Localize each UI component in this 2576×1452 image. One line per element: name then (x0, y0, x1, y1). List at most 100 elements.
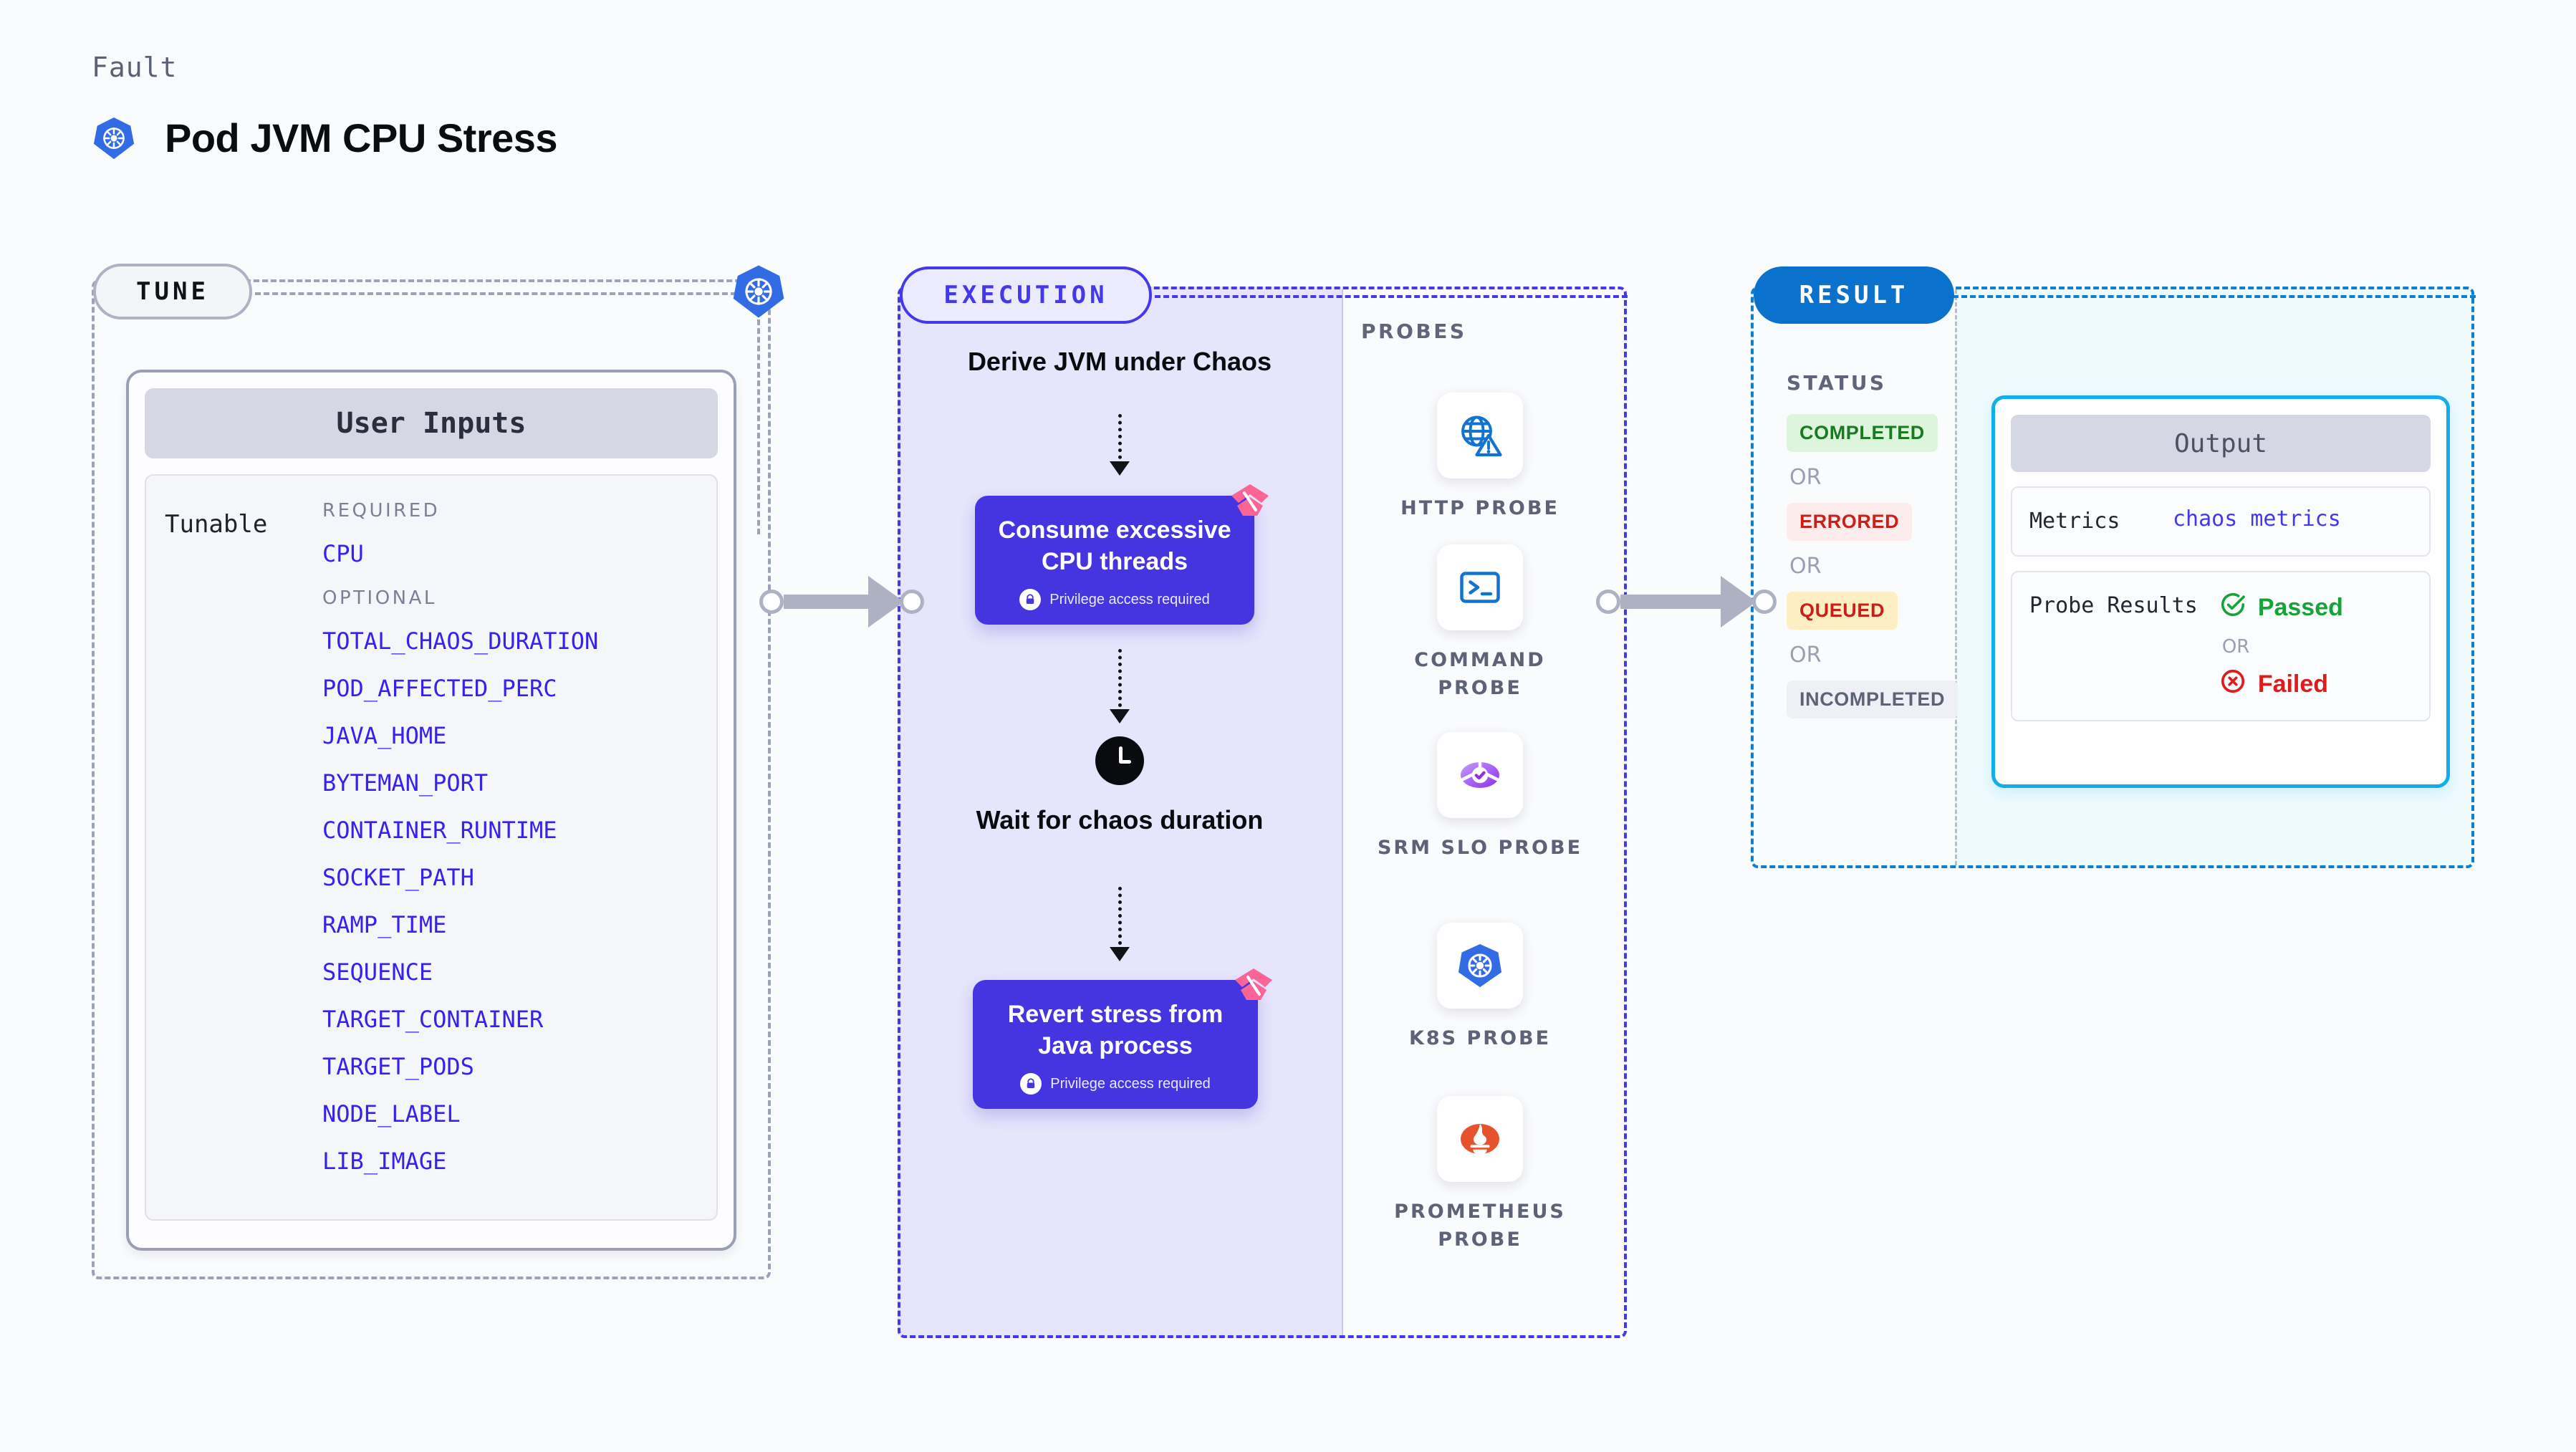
arrow-end-dot (900, 590, 924, 614)
eyebrow-fault: Fault (92, 52, 178, 83)
flow-node-note-row: Privilege access required (991, 589, 1239, 611)
output-metrics-row: Metrics chaos metrics (2011, 486, 2431, 557)
probe-result-failed-label: Failed (2257, 670, 2329, 698)
probe-label: K8S PROBE (1408, 1027, 1552, 1049)
tune-leader-line (255, 292, 736, 295)
probe-result-failed: Failed (2219, 668, 2343, 701)
page-title-text: Pod JVM CPU Stress (165, 115, 558, 160)
result-status-fill (1751, 287, 1955, 868)
arrow-shaft (784, 595, 870, 609)
kubernetes-icon (92, 116, 136, 160)
status-or-2: OR (1789, 554, 1822, 579)
user-inputs-card: User Inputs Tunable REQUIRED CPU OPTIONA… (126, 370, 736, 1251)
probe-result-or: OR (2221, 636, 2250, 658)
flow-node-note: Privilege access required (1049, 591, 1210, 607)
flow-node-note-row: Privilege access required (989, 1073, 1242, 1095)
status-badge-errored: ERRORED (1787, 503, 1913, 541)
status-or-1: OR (1789, 465, 1822, 490)
litmus-icon (1231, 963, 1277, 1009)
clock-icon (1095, 736, 1144, 785)
output-title: Output (2011, 415, 2431, 472)
arrow-start-dot (759, 590, 784, 614)
probe-k8s[interactable]: K8S PROBE (1373, 923, 1587, 1052)
stage-chip-result[interactable]: RESULT (1754, 266, 1954, 324)
flow-node-title: Consume excessive CPU threads (998, 516, 1231, 576)
status-badge-completed: COMPLETED (1787, 414, 1938, 452)
execution-leader-line (1155, 295, 1628, 298)
lock-icon (1020, 1073, 1042, 1095)
flow-connector (1110, 649, 1130, 723)
optional-group-label: OPTIONAL (322, 587, 437, 609)
status-list: COMPLETED OR ERRORED OR QUEUED OR INCOMP… (1787, 414, 1973, 718)
flow-node-title: Revert stress from Java process (1007, 1001, 1224, 1060)
slo-check-icon (1437, 732, 1523, 818)
flow-node-revert-stress[interactable]: Revert stress from Java process Privileg… (973, 968, 1272, 1110)
probe-label: HTTP PROBE (1400, 497, 1559, 519)
tunable-item[interactable]: TOTAL_CHAOS_DURATION (322, 628, 599, 655)
x-circle-icon (2219, 668, 2246, 701)
probes-section-title: PROBES (1361, 319, 1467, 343)
probe-label: COMMAND PROBE (1414, 649, 1546, 700)
status-section-title: STATUS (1787, 371, 1887, 395)
stage-chip-execution[interactable]: EXECUTION (900, 266, 1152, 324)
arrow-start-dot (1596, 590, 1620, 614)
probe-prometheus[interactable]: PROMETHEUS PROBE (1373, 1096, 1587, 1254)
output-metrics-value[interactable]: chaos metrics (2173, 506, 2341, 532)
kubernetes-icon (1437, 923, 1523, 1009)
prometheus-icon (1437, 1096, 1523, 1182)
tune-k8s-stem (757, 319, 760, 534)
terminal-icon (1437, 544, 1523, 630)
arrow-end-dot (1752, 590, 1777, 614)
flow-connector (1110, 887, 1130, 961)
arrow-head-icon (1721, 576, 1756, 628)
output-probe-results-values: Passed OR Failed (2219, 591, 2343, 701)
arrow-tune-to-execution (759, 576, 924, 628)
tunable-item[interactable]: TARGET_CONTAINER (322, 1006, 544, 1033)
tunable-item[interactable]: SEQUENCE (322, 958, 433, 986)
litmus-icon (1227, 479, 1273, 524)
tunable-item-cpu[interactable]: CPU (322, 540, 364, 567)
arrow-shaft (1620, 595, 1722, 609)
output-card: Output Metrics chaos metrics Probe Resul… (1991, 395, 2450, 788)
tunable-label: Tunable (165, 510, 268, 539)
tunable-item[interactable]: TARGET_PODS (322, 1053, 474, 1080)
output-probe-results-key: Probe Results (2029, 593, 2198, 618)
user-inputs-title: User Inputs (145, 388, 718, 458)
status-or-3: OR (1789, 643, 1822, 668)
probes-divider (1342, 289, 1343, 1335)
flow-node-note: Privilege access required (1050, 1075, 1211, 1092)
required-group-label: REQUIRED (322, 500, 441, 521)
tunable-item[interactable]: POD_AFFECTED_PERC (322, 675, 557, 702)
flow-step-derive: Derive JVM under Chaos (967, 347, 1272, 376)
tunable-item[interactable]: NODE_LABEL (322, 1100, 461, 1128)
result-divider (1955, 289, 1957, 865)
tunable-item[interactable]: SOCKET_PATH (322, 864, 474, 891)
tunable-item[interactable]: JAVA_HOME (322, 722, 447, 749)
execution-panel (898, 287, 1627, 1338)
tune-kubernetes-icon (731, 264, 787, 319)
flow-node-consume-cpu[interactable]: Consume excessive CPU threads Privilege … (975, 484, 1269, 625)
status-badge-incompleted: INCOMPLETED (1787, 681, 1959, 718)
result-leader-line (1953, 295, 2476, 298)
tunable-item[interactable]: LIB_IMAGE (322, 1148, 447, 1175)
arrow-execution-to-result (1596, 576, 1777, 628)
probe-command[interactable]: COMMAND PROBE (1373, 544, 1587, 702)
tunable-item[interactable]: BYTEMAN_PORT (322, 769, 489, 797)
probe-http[interactable]: HTTP PROBE (1373, 393, 1587, 522)
arrow-head-icon (868, 576, 904, 628)
probe-label: SRM SLO PROBE (1377, 837, 1583, 859)
probe-label: PROMETHEUS PROBE (1394, 1201, 1566, 1251)
probe-result-passed: Passed (2219, 591, 2343, 625)
lock-icon (1019, 589, 1042, 611)
tunable-item[interactable]: RAMP_TIME (322, 911, 447, 938)
tunable-item[interactable]: CONTAINER_RUNTIME (322, 817, 557, 844)
page-title: Pod JVM CPU Stress (92, 115, 558, 161)
stage-chip-tune[interactable]: TUNE (93, 264, 252, 319)
status-badge-queued: QUEUED (1787, 592, 1898, 630)
output-probe-results-row: Probe Results Passed OR (2011, 571, 2431, 721)
probe-srm-slo[interactable]: SRM SLO PROBE (1373, 732, 1587, 862)
tunable-list: REQUIRED CPU OPTIONAL TOTAL_CHAOS_DURATI… (322, 500, 598, 1195)
check-circle-icon (2219, 591, 2246, 625)
flow-step-wait: Wait for chaos duration (976, 805, 1264, 835)
